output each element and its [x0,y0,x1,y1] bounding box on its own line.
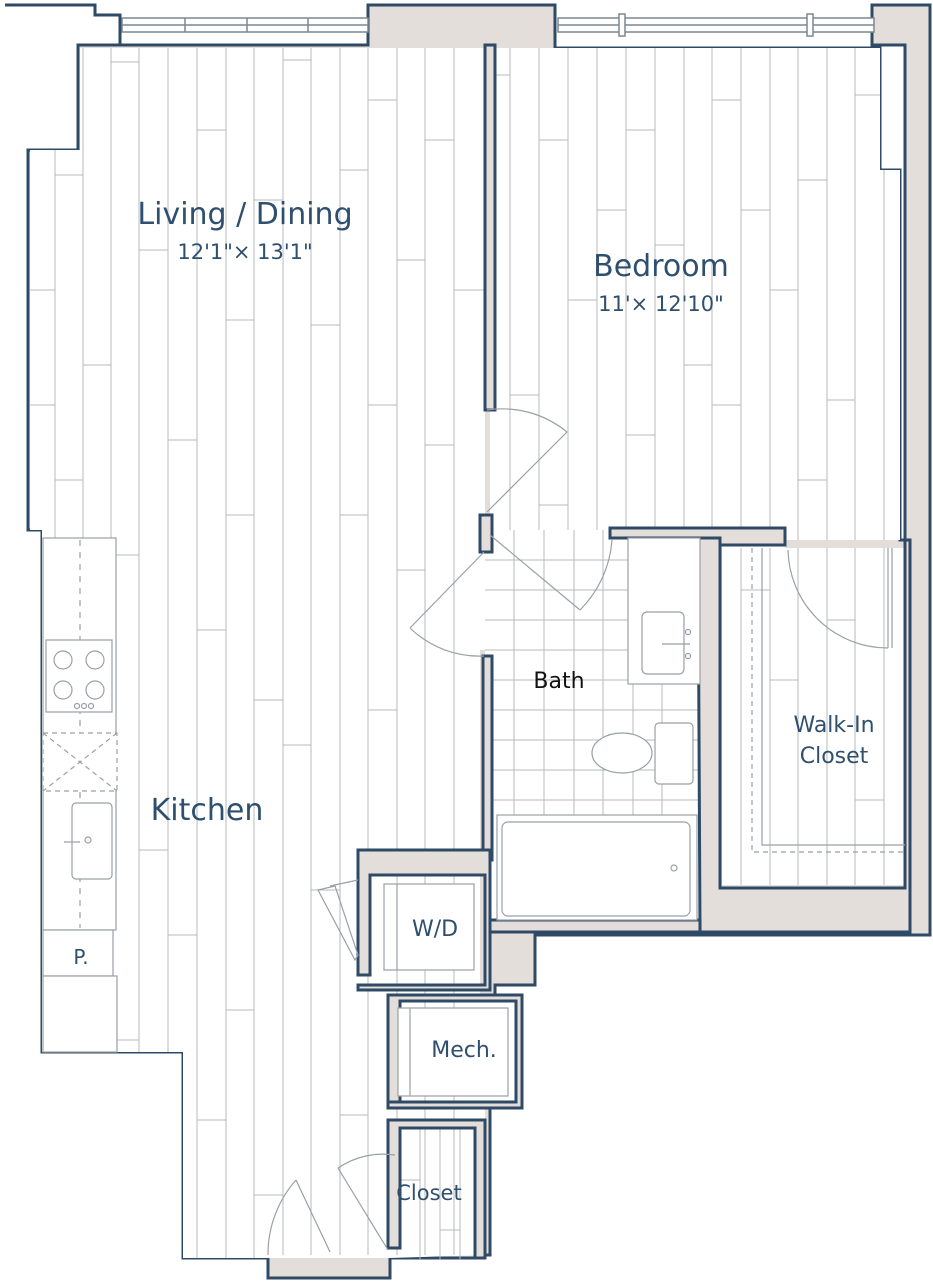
utility-appliances [383,883,509,1097]
bedroom-flooring [490,48,885,545]
bath-label: Bath [533,669,584,694]
bedroom-dimensions: 11'× 12'10" [598,292,724,316]
closet-shelves [751,548,905,853]
closet-label: Closet [396,1181,461,1205]
bedroom-label: Bedroom [593,249,729,284]
top-windows [121,13,875,37]
walkin-label-line2: Closet [800,744,869,769]
closet-flooring [400,1125,461,1260]
pantry-label: P. [73,945,88,969]
kitchen-label: Kitchen [151,793,264,828]
interior-walls [356,43,912,1260]
bath-fixtures [496,537,701,921]
mech-label: Mech. [431,1038,497,1063]
doors [267,408,893,1256]
living-room-dimensions: 12'1"× 13'1" [177,240,312,264]
room-labels: Living / Dining 12'1"× 13'1" Bedroom 11'… [73,197,874,1205]
walkin-flooring [740,548,885,885]
walkin-label-line1: Walk-In [793,713,874,738]
kitchen-counter [42,537,118,1053]
living-room-label: Living / Dining [137,197,352,232]
wd-label: W/D [412,917,458,942]
